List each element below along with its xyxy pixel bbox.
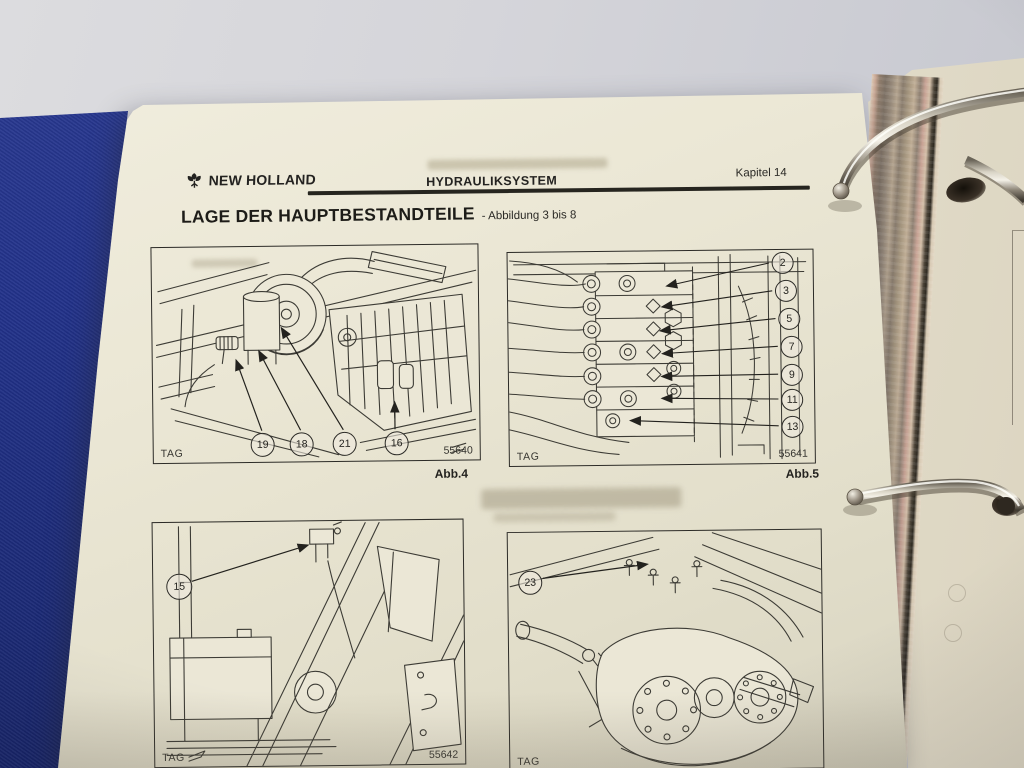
figure-photo-number: 55641 [778,447,808,460]
show-through-mark [948,584,966,602]
figure-photo-number: 55642 [428,748,459,761]
chapter-label: Kapitel 14 [735,166,787,180]
figure-4-panel: 19 18 21 16 TAG 55640 [150,243,481,465]
figure-7-panel: 23 TAG [506,528,825,768]
callout-23: 23 [518,570,543,595]
show-through-mark [944,624,962,642]
callout-11: 11 [781,388,804,411]
valve-block-line-drawing [507,253,807,460]
callout-16: 16 [384,431,409,456]
figure-photo-number: 55640 [443,444,473,457]
show-through-text [481,487,682,510]
chassis-line-drawing [166,521,465,767]
new-holland-leaf-icon [187,173,201,188]
callout-21: 21 [332,431,357,457]
callout-9: 9 [780,363,804,386]
callout-5: 5 [778,307,801,330]
callout-15: 15 [166,573,193,600]
callout-3: 3 [774,279,798,303]
callout-7: 7 [780,335,803,358]
show-through-text [427,157,608,170]
page-title-main: LAGE DER HAUPTBESTANDTEILE [180,203,475,227]
page-header-title: HYDRAULIKSYSTEM [426,173,558,189]
figure-tag-label: TAG [516,450,540,463]
figure-5-caption: Abb.5 [785,466,820,481]
callout-13: 13 [781,415,804,438]
figure-4-caption: Abb.4 [434,466,469,481]
brand-logo: NEW HOLLAND [186,171,316,188]
callout-18: 18 [289,432,314,457]
figure-6-panel: 15 TAG 55642 [151,518,467,768]
figure-tag-label: TAG [160,447,184,460]
callout-19: 19 [250,432,275,457]
show-through-text [493,511,616,523]
callout-2: 2 [771,251,794,275]
engine-line-drawing [155,250,477,458]
figure-tag-label: TAG [517,755,540,768]
figure-tag-label: TAG [162,751,185,764]
next-page-print-edge [1012,230,1024,425]
axle-housing-line-drawing [509,532,823,767]
brand-name: NEW HOLLAND [208,171,317,189]
page-title-sub: - Abbildung 3 bis 8 [481,209,577,223]
page-title: LAGE DER HAUPTBESTANDTEILE - Abbildung 3… [181,202,576,227]
figure-5-panel: 2 3 5 7 9 11 13 TAG 55641 [506,248,816,468]
